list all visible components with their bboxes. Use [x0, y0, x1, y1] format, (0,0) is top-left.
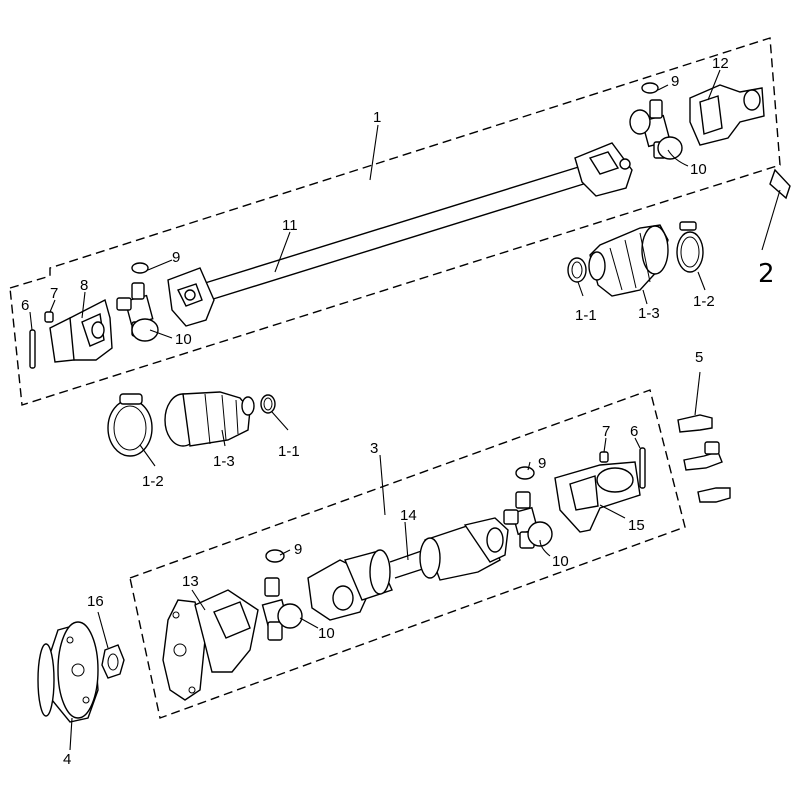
- label-11: 11: [282, 217, 298, 234]
- label-6-top: 6: [21, 297, 29, 314]
- item-2-pin: [761, 168, 791, 251]
- label-10-top-right: 10: [690, 161, 707, 178]
- nut-16: [101, 644, 125, 679]
- flange-yoke-13: [162, 589, 259, 701]
- companion-flange-4: [37, 621, 99, 723]
- slip-yoke-and-tube-14: [307, 517, 509, 621]
- u-joint-cross-left: [116, 282, 159, 342]
- label-1-3-top: 1-3: [638, 305, 660, 322]
- label-7-top: 7: [50, 285, 58, 302]
- u-joint-cross-right: [629, 99, 683, 160]
- cv-boot-1-3-top: [588, 224, 669, 297]
- clamp-1-2-top: [676, 221, 704, 273]
- bolts-5: [677, 414, 731, 503]
- label-13: 13: [182, 573, 199, 590]
- boot-kit-middle: [107, 391, 276, 457]
- callout-labels: 1 11 12 9 10 9 10 8 7 6 1-1 1-3 1-2 2 5 …: [21, 55, 775, 768]
- yoke-12: [689, 84, 765, 146]
- grease-fitting-7-top: [44, 311, 54, 323]
- slip-yoke-8: [49, 298, 113, 363]
- label-15: 15: [628, 517, 645, 534]
- label-9-bottom-left: 9: [294, 541, 302, 558]
- label-1: 1: [373, 109, 381, 126]
- label-1-2-top: 1-2: [693, 293, 715, 310]
- snap-ring-9-lower-right: [515, 466, 535, 480]
- label-8: 8: [80, 277, 88, 294]
- label-10-bottom-right: 10: [552, 553, 569, 570]
- snap-ring-9-lower-left: [265, 549, 285, 563]
- grease-fitting-7-bottom: [599, 451, 609, 463]
- label-1-3-bottom: 1-3: [213, 453, 235, 470]
- label-9-bottom-right: 9: [538, 455, 546, 472]
- yoke-left-tube: [167, 267, 215, 327]
- lower-assembly-boundary: [129, 389, 686, 719]
- label-9-top-right: 9: [671, 73, 679, 90]
- snap-ring-9-right: [641, 82, 659, 94]
- clamp-1-1-bottom: [260, 394, 276, 414]
- label-12: 12: [712, 55, 729, 72]
- label-1-1-bottom: 1-1: [278, 443, 300, 460]
- label-9-top-left: 9: [172, 249, 180, 266]
- upper-assembly-boundary: [9, 37, 781, 406]
- pin-6-top: [29, 329, 36, 369]
- label-5: 5: [695, 349, 703, 366]
- u-joint-cross-lower-left: [261, 577, 303, 641]
- cv-boot-1-3-bottom: [164, 391, 255, 447]
- label-16: 16: [87, 593, 104, 610]
- label-1-1-top: 1-1: [575, 307, 597, 324]
- clamp-1-2-bottom: [107, 393, 153, 457]
- label-10-top-left: 10: [175, 331, 192, 348]
- label-6-bottom: 6: [630, 423, 638, 440]
- label-2: 2: [758, 259, 775, 289]
- pin-6-bottom: [639, 447, 646, 489]
- u-joint-cross-lower-right: [503, 491, 553, 549]
- lower-assembly-group: [129, 389, 686, 719]
- label-1-2-bottom: 1-2: [142, 473, 164, 490]
- label-7-bottom: 7: [602, 423, 610, 440]
- label-14: 14: [400, 507, 417, 524]
- yoke-15: [554, 461, 641, 533]
- upper-assembly-group: [9, 37, 781, 406]
- snap-ring-9-left: [131, 262, 149, 274]
- tube-11: [204, 164, 591, 301]
- label-4: 4: [63, 751, 71, 768]
- yoke-right-tube: [574, 142, 633, 197]
- clamp-1-1-top: [567, 257, 587, 283]
- label-10-bottom-left: 10: [318, 625, 335, 642]
- label-3: 3: [370, 440, 378, 457]
- leader-lines: [29, 69, 721, 751]
